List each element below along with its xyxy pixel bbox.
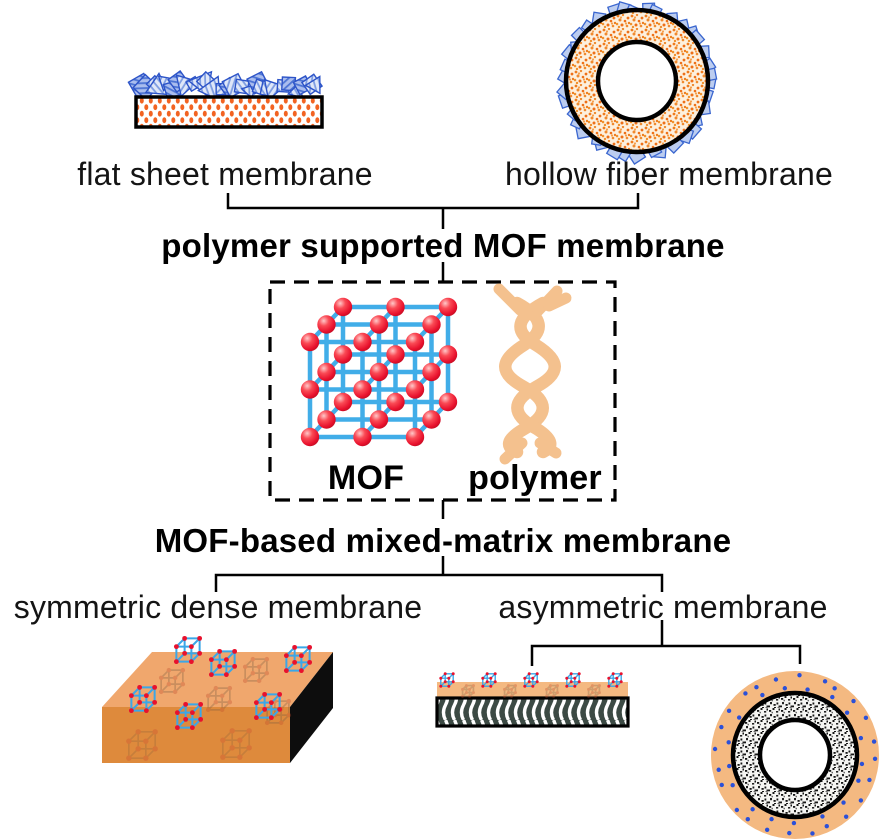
mof-lattice-illustration xyxy=(300,297,458,447)
mini-mof-cube xyxy=(208,648,238,678)
mini-mof-cube xyxy=(220,728,252,760)
asymmetric-fiber-illustration xyxy=(711,671,879,839)
mini-mof-cube xyxy=(481,672,497,688)
hollow-fiber-illustration xyxy=(556,1,718,165)
mof-label: MOF xyxy=(327,459,405,497)
connector-lines xyxy=(214,193,802,666)
mini-mof-cube xyxy=(158,667,186,695)
polymer-supported-heading: polymer supported MOF membrane xyxy=(161,227,725,264)
mini-mof-cube xyxy=(173,635,203,665)
mini-mof-cube xyxy=(128,684,158,714)
mini-mof-cube xyxy=(461,684,475,698)
mini-mof-cube xyxy=(503,684,517,698)
mixed-matrix-heading: MOF-based mixed-matrix membrane xyxy=(154,522,732,559)
mini-mof-cube xyxy=(523,672,539,688)
components-dashed-box xyxy=(268,280,617,502)
mini-mof-cube xyxy=(174,701,204,731)
mini-mof-cube xyxy=(565,672,581,688)
mini-mof-cube xyxy=(253,691,283,721)
mini-mof-cube xyxy=(439,672,455,688)
symmetric-dense-label: symmetric dense membrane xyxy=(13,589,423,625)
mini-mof-cube xyxy=(126,729,158,761)
mini-mof-cube xyxy=(587,684,601,698)
mini-mof-cube xyxy=(545,684,559,698)
mini-mof-cube xyxy=(205,685,233,713)
asymmetric-flat-illustration xyxy=(435,672,630,728)
mini-mof-cube xyxy=(283,644,313,674)
asymmetric-label: asymmetric membrane xyxy=(498,589,828,625)
mini-mof-cube xyxy=(242,656,270,684)
hollow-fiber-membrane-label: hollow fiber membrane xyxy=(505,156,833,192)
flat-sheet-illustration xyxy=(127,70,324,129)
flat-sheet-membrane-label: flat sheet membrane xyxy=(77,156,373,192)
mini-mof-cube xyxy=(607,672,623,688)
dense-slab-illustration xyxy=(102,635,333,763)
polymer-strand-illustration xyxy=(493,283,572,465)
polymer-label: polymer xyxy=(468,459,602,497)
